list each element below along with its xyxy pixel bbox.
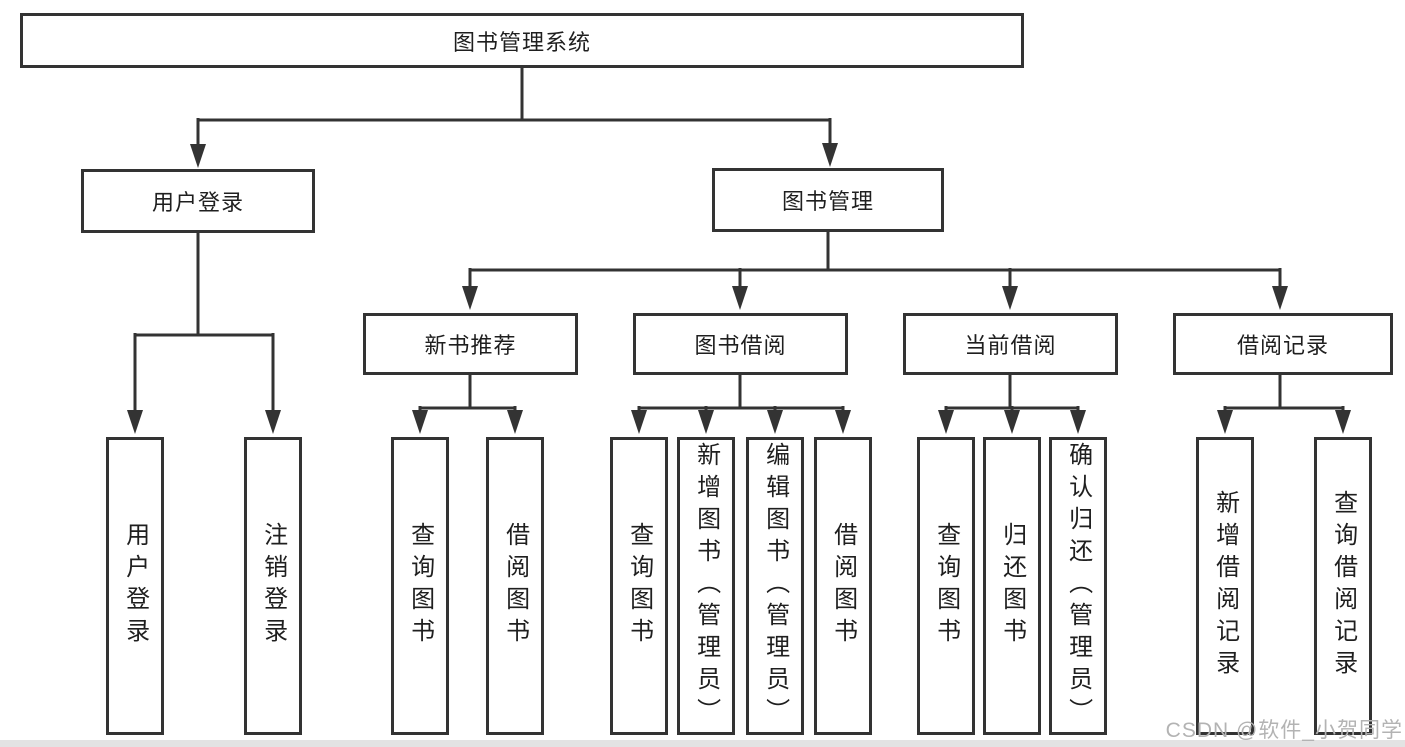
node-query-borrow-record: 查询借阅记录: [1314, 437, 1372, 735]
node-label: 新增借阅记录: [1211, 490, 1239, 682]
csdn-watermark: CSDN @软件_小贺同学: [1165, 719, 1403, 742]
node-current-borrow: 当前借阅: [903, 313, 1118, 375]
node-label: 新增图书（管理员）: [692, 442, 720, 730]
node-query-books-current: 查询图书: [917, 437, 975, 735]
connector-user-login-children: [127, 233, 281, 434]
node-label: 当前借阅: [964, 333, 1057, 358]
node-root: 图书管理系统: [20, 13, 1024, 68]
node-edit-books-admin: 编辑图书（管理员）: [746, 437, 804, 735]
node-label: 查询图书: [406, 522, 434, 650]
connector-recommend-children: [412, 375, 523, 434]
node-label: 归还图书: [998, 522, 1026, 650]
node-borrow-records: 借阅记录: [1173, 313, 1393, 375]
node-label: 图书管理系统: [452, 29, 591, 55]
node-logout: 注销登录: [244, 437, 302, 735]
connector-root-to-level2: [190, 68, 838, 168]
node-query-books-borrow: 查询图书: [610, 437, 668, 735]
node-borrow-books: 借阅图书: [814, 437, 872, 735]
node-return-books: 归还图书: [983, 437, 1041, 735]
bottom-edge-band: [0, 740, 1405, 747]
node-borrow-books-recommend: 借阅图书: [486, 437, 544, 735]
node-label: 借阅图书: [501, 522, 529, 650]
node-label: 借阅记录: [1236, 333, 1329, 358]
node-label: 确认归还（管理员）: [1064, 442, 1092, 730]
node-label: 用户登录: [121, 522, 149, 650]
node-book-management: 图书管理: [712, 168, 944, 232]
node-new-book-recommend: 新书推荐: [363, 313, 578, 375]
node-user-login: 用户登录: [81, 169, 315, 233]
node-book-borrow: 图书借阅: [633, 313, 848, 375]
node-label: 借阅图书: [829, 522, 857, 650]
node-label: 查询借阅记录: [1329, 490, 1357, 682]
node-user-login-leaf: 用户登录: [106, 437, 164, 735]
node-add-borrow-record: 新增借阅记录: [1196, 437, 1254, 735]
node-query-books-recommend: 查询图书: [391, 437, 449, 735]
node-label: 图书借阅: [694, 333, 787, 358]
node-label: 用户登录: [151, 190, 244, 215]
node-label: 查询图书: [625, 522, 653, 650]
connector-book-mgmt-to-modules: [462, 232, 1288, 310]
node-label: 查询图书: [932, 522, 960, 650]
node-add-books-admin: 新增图书（管理员）: [677, 437, 735, 735]
node-label: 编辑图书（管理员）: [761, 442, 789, 730]
connector-borrow-children: [631, 375, 851, 434]
node-confirm-return-admin: 确认归还（管理员）: [1049, 437, 1107, 735]
connector-current-children: [938, 375, 1086, 434]
connector-records-children: [1217, 375, 1351, 434]
node-label: 注销登录: [259, 522, 287, 650]
node-label: 图书管理: [781, 189, 874, 214]
node-label: 新书推荐: [424, 333, 517, 358]
